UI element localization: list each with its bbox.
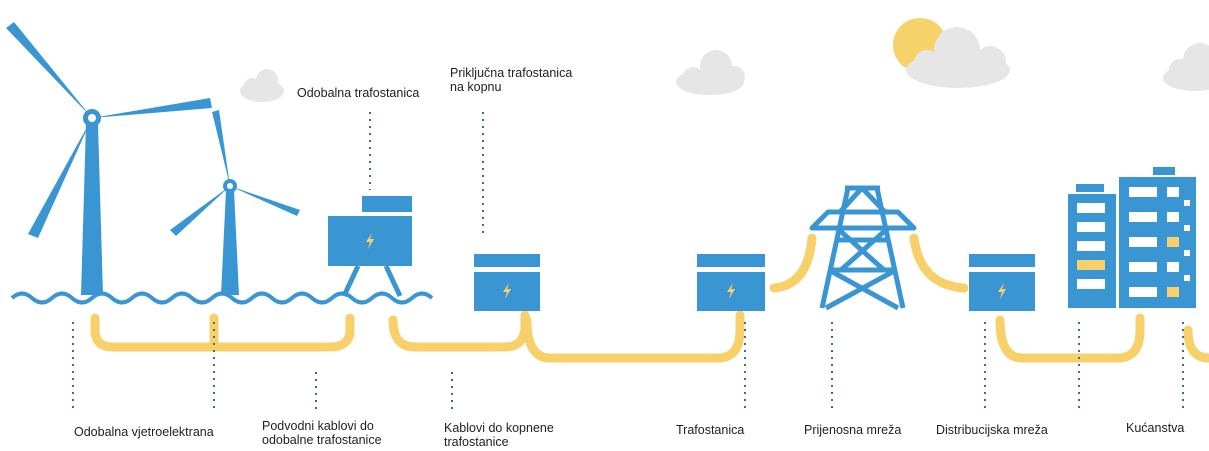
label-households: Kućanstva (1126, 421, 1185, 435)
substation-icon (697, 254, 765, 311)
label-land-cables: Kablovi do kopnene trafostanice (444, 421, 554, 449)
cloud-icon (676, 50, 745, 95)
substation-icon (474, 254, 540, 311)
substation-icon (969, 254, 1035, 311)
label-onshore-connection-substation: Priključna trafostanica na kopnu (450, 66, 573, 94)
label-offshore-substation: Odobalna trafostanica (297, 86, 420, 100)
cloud-icon (1163, 43, 1209, 91)
label-subsea-cables: Podvodni kablovi do odobalne trafostanic… (262, 419, 382, 447)
label-distribution-grid: Distribucijska mreža (936, 423, 1048, 437)
wind-turbine-icon (170, 110, 300, 295)
label-offshore-wind-farm: Odobalna vjetroelektrana (74, 425, 214, 439)
label-substation: Trafostanica (676, 423, 745, 437)
leader-lines (72, 112, 1184, 412)
cloud-icon (906, 27, 1010, 88)
substation-icon (328, 196, 412, 298)
cloud-icon (240, 69, 284, 102)
waves-icon (10, 291, 434, 305)
label-transmission-grid: Prijenosna mreža (804, 423, 902, 437)
transmission-tower-icon (809, 185, 917, 311)
wind-turbine-icon (6, 22, 212, 295)
building-icon (1068, 167, 1196, 308)
cables (90, 233, 1209, 363)
